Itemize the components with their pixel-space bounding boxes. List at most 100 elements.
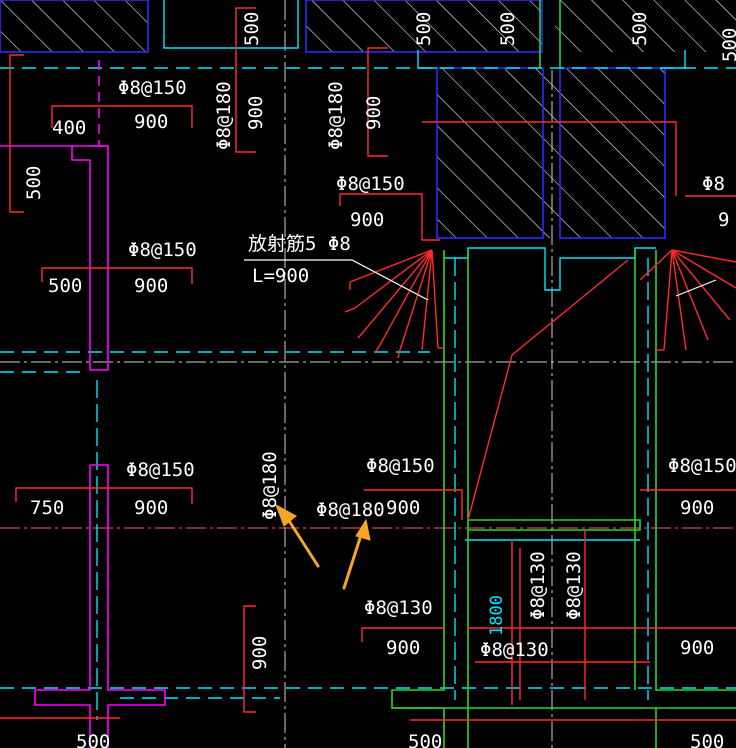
rebar-diagonal [467,354,513,521]
radial-r-5 [671,249,687,351]
radial-l-hook-4 [397,349,401,359]
label-v5-spec: Φ8@130 [563,551,585,620]
label-v1-len: 900 [245,96,267,130]
label-r5-len: 900 [386,497,420,519]
label-dim-1800: 1800 [487,595,507,636]
radial-l-hook-3 [374,344,381,354]
label-r2-len: 900 [350,209,384,231]
rebar-diagonal-2 [511,259,629,356]
label-radial-title: 放射筋5 Φ8 [248,233,351,255]
radial-r-2 [671,249,736,289]
green-pocket [468,519,641,531]
label-r7-spec: Φ8@150 [668,455,736,477]
labels: 500 500 500 500 500 Φ8@150 900 400 Φ8@18… [23,12,736,748]
hatch-column-block [437,68,665,238]
arrow-1-shaft [284,514,320,568]
label-r4-side: 750 [30,497,64,519]
label-r3-spec: Φ8@150 [128,239,197,261]
rebar-r3 [41,267,193,284]
label-v6-len: 900 [249,636,271,670]
rebar-v2 [367,47,388,157]
label-top-500-d: 500 [629,12,651,46]
label-top-500-e: 500 [719,28,736,62]
radial-l-3 [364,249,433,331]
label-r3-side: 500 [48,275,82,297]
arrow-2-head [355,518,371,541]
hatch-top-right [555,0,736,52]
cyan-notch-left [444,247,656,291]
label-r1-len: 900 [134,111,168,133]
wall-left-upper [0,145,109,371]
rebar-v6 [243,605,256,713]
label-left-500: 500 [23,166,45,200]
magenta-walls [0,60,166,748]
label-r4-len: 900 [134,497,168,519]
column-block-right [559,67,666,239]
green-right-column-inner [655,250,736,691]
label-r5-spec: Φ8@180 [316,499,385,521]
label-top-500-b: 500 [413,12,435,46]
label-top-500-a: 500 [241,12,263,46]
radial-r-4 [671,249,709,341]
label-r6-spec: Φ8@150 [366,455,435,477]
green-left-column [391,250,445,748]
leader-line-right [675,279,717,297]
arrow-1-head [275,503,297,527]
radial-l-2 [354,249,433,309]
radial-l-7 [431,249,439,349]
leader [244,259,717,301]
label-bot-500-c: 500 [690,731,724,748]
label-top-500-c: 500 [497,12,519,46]
hatch-top-mid [306,0,542,52]
label-r4-spec: Φ8@150 [126,459,195,481]
label-r1-spec: Φ8@150 [118,77,187,99]
radial-r-6 [663,249,673,351]
label-r7-len: 900 [680,497,714,519]
hatched-slabs [0,0,736,238]
rebar-r4 [15,487,193,504]
label-r8-spec: Φ8@130 [364,597,433,619]
wall-left-lower [90,464,166,748]
cyan-frame-right [665,50,686,69]
radial-rebars-right [639,249,736,351]
radial-r-1 [671,249,736,263]
arrows [275,503,371,590]
label-r1-side: 400 [52,117,86,139]
label-r10-len: 900 [680,637,714,659]
label-r2-spec: Φ8@150 [336,173,405,195]
label-bot-500-a: 500 [76,731,110,748]
radial-rebars-left [344,249,444,359]
label-right-top-len: 9 [718,209,729,231]
label-v3-spec: Φ8@180 [259,451,281,520]
radial-l-hook-2 [357,329,366,339]
radial-r-7 [639,249,673,281]
label-right-top-spec: Φ8 [702,173,725,195]
label-v4-spec: Φ8@130 [527,551,549,620]
label-r8-len: 900 [386,637,420,659]
rebar-left-500 [9,54,24,213]
rebar-r2b [422,121,677,196]
green-walls [391,0,736,748]
radial-l-1 [349,249,433,283]
rebar-r7 [361,627,444,642]
radial-l-4 [379,249,433,346]
radial-l-hook-1 [344,307,356,313]
label-radial-len: L=900 [252,265,309,287]
rebar-r2 [339,193,440,241]
rebar-r5 [364,489,463,520]
rebar-lines [0,7,736,721]
wall-left-lower-2 [34,465,91,748]
label-r3-len: 900 [134,275,168,297]
label-bot-500-b: 500 [408,731,442,748]
label-v2-len: 900 [363,96,385,130]
rebar-v1 [235,7,256,153]
label-v2-spec: Φ8@180 [325,81,347,150]
column-top-left [0,0,149,53]
cyan-top-box [163,0,299,49]
hatch-top-left [0,0,148,52]
arrow-2-shaft [342,530,364,590]
radial-l-5 [399,249,433,351]
column-top-mid [305,0,543,53]
label-r9-spec: Φ8@130 [480,639,549,661]
